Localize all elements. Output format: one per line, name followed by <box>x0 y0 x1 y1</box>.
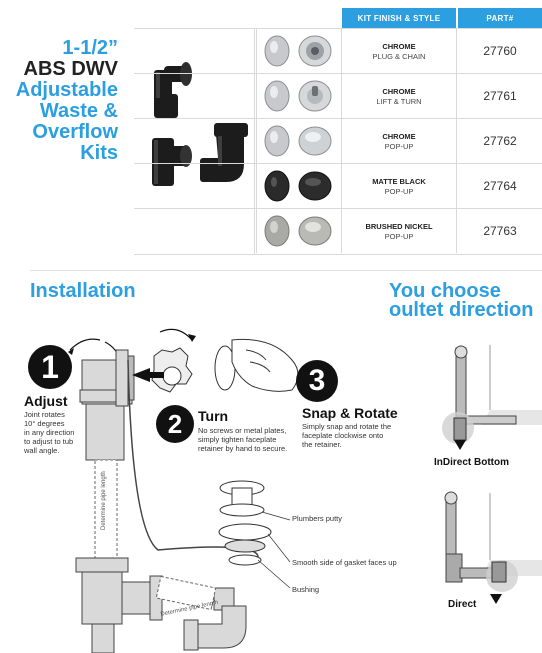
installation-diagram <box>68 328 299 653</box>
finish-cell: CHROME POP-UP <box>342 119 457 163</box>
kit-row[interactable]: CHROME LIFT & TURN 27761 <box>134 73 542 118</box>
finish-cell: BRUSHED NICKEL POP-UP <box>342 209 457 253</box>
rotate-arrow-icon <box>69 338 101 351</box>
title-line-overflow: Overflow <box>32 121 118 143</box>
indirect-bottom-diagram <box>442 345 542 450</box>
direction-heading-line2: oultet direction <box>389 299 534 321</box>
finish-swatch-cell <box>256 209 342 253</box>
pipe-length-label: Determine pipe length <box>101 471 107 530</box>
arrow-down-icon <box>454 440 466 450</box>
part-number: 27763 <box>483 224 517 238</box>
finish-style: POP-UP <box>384 231 414 241</box>
kit-row[interactable]: MATTE BLACK POP-UP 27764 <box>134 163 542 208</box>
section-divider <box>30 270 542 271</box>
step-3-badge: 3 <box>296 360 338 402</box>
finish-name: MATTE BLACK <box>372 176 426 186</box>
kit-row[interactable]: CHROME POP-UP 27762 <box>134 118 542 163</box>
step-2-title: Turn <box>198 408 229 424</box>
direct-diagram <box>444 491 542 604</box>
finish-style: POP-UP <box>384 186 414 196</box>
finish-style: LIFT & TURN <box>376 96 422 106</box>
title-line-size: 1-1/2” <box>62 37 118 59</box>
option-direct: Direct <box>448 599 477 610</box>
direction-heading: You choose oultet direction <box>389 280 534 321</box>
installation-heading: Installation <box>30 280 136 302</box>
step-1-badge: 1 <box>28 345 72 389</box>
arrow-down-icon <box>490 594 502 604</box>
finish-style: POP-UP <box>384 141 414 151</box>
step-2-badge: 2 <box>156 405 194 443</box>
step-1-title: Adjust <box>24 393 68 409</box>
finish-name: CHROME <box>382 86 416 96</box>
product-title: 1-1/2” ABS DWV Adjustable Waste & Overfl… <box>16 38 118 164</box>
finish-swatch-cell <box>256 74 342 118</box>
finish-swatch-cell <box>256 119 342 163</box>
step-3-text: Simply snap and rotate the faceplate clo… <box>302 422 392 449</box>
table-bottom-rule <box>134 254 542 255</box>
finish-cell: CHROME PLUG & CHAIN <box>342 29 457 73</box>
kit-row[interactable]: BRUSHED NICKEL POP-UP 27763 <box>134 208 542 253</box>
finish-swatch-cell <box>256 164 342 208</box>
option-indirect-bottom: InDirect Bottom <box>434 457 509 468</box>
direction-diagrams <box>442 345 542 604</box>
callout-bushing: Bushing <box>292 585 320 594</box>
kit-components-photo <box>134 28 255 254</box>
part-number: 27760 <box>483 44 517 58</box>
title-line-waste: Waste & <box>39 100 118 122</box>
part-number: 27762 <box>483 134 517 148</box>
header-finish: KIT FINISH & STYLE <box>342 8 456 28</box>
direction-heading-line1: You choose <box>389 280 501 302</box>
finish-name: CHROME <box>382 131 416 141</box>
faceplate-swatch <box>264 35 290 67</box>
title-line-adjustable: Adjustable <box>15 79 118 101</box>
finish-name: CHROME <box>382 41 416 51</box>
finish-name: BRUSHED NICKEL <box>365 221 433 231</box>
header-part: PART# <box>458 8 542 28</box>
title-line-material: ABS DWV <box>23 58 118 80</box>
finish-cell: CHROME LIFT & TURN <box>342 74 457 118</box>
step-3-title: Snap & Rotate <box>302 405 398 421</box>
finish-style: PLUG & CHAIN <box>372 51 426 61</box>
kit-row[interactable]: CHROME PLUG & CHAIN 27760 <box>134 28 542 73</box>
step-1-text: Joint rotates 10° degrees in any directi… <box>24 410 75 455</box>
title-line-kits: Kits <box>80 142 118 164</box>
finish-swatch-cell <box>256 29 342 73</box>
part-number: 27764 <box>483 179 517 193</box>
callout-plumbers-putty: Plumbers putty <box>292 514 343 523</box>
callout-gasket: Smooth side of gasket faces up <box>292 558 397 567</box>
part-number: 27761 <box>483 89 517 103</box>
finish-cell: MATTE BLACK POP-UP <box>342 164 457 208</box>
step-2-text: No screws or metal plates, simply tighte… <box>198 426 288 453</box>
